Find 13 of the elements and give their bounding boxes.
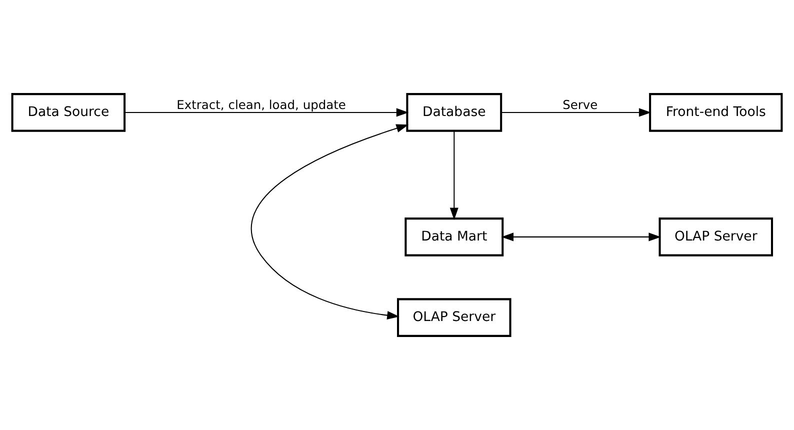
node-box: OLAP Server xyxy=(658,218,774,256)
node-box: Data Mart xyxy=(404,218,504,256)
node-box: OLAP Server xyxy=(397,298,512,337)
arrow xyxy=(450,131,458,220)
edge-label: Extract, clean, load, update xyxy=(176,98,346,112)
arrow xyxy=(501,232,661,242)
node-box: Data Source xyxy=(11,93,126,132)
arrow xyxy=(124,108,409,117)
arrow xyxy=(501,108,652,117)
edge-label: Serve xyxy=(562,98,598,112)
arrow xyxy=(250,124,409,320)
node-box: Front-end Tools xyxy=(649,93,783,132)
node-box: Database xyxy=(406,93,502,132)
